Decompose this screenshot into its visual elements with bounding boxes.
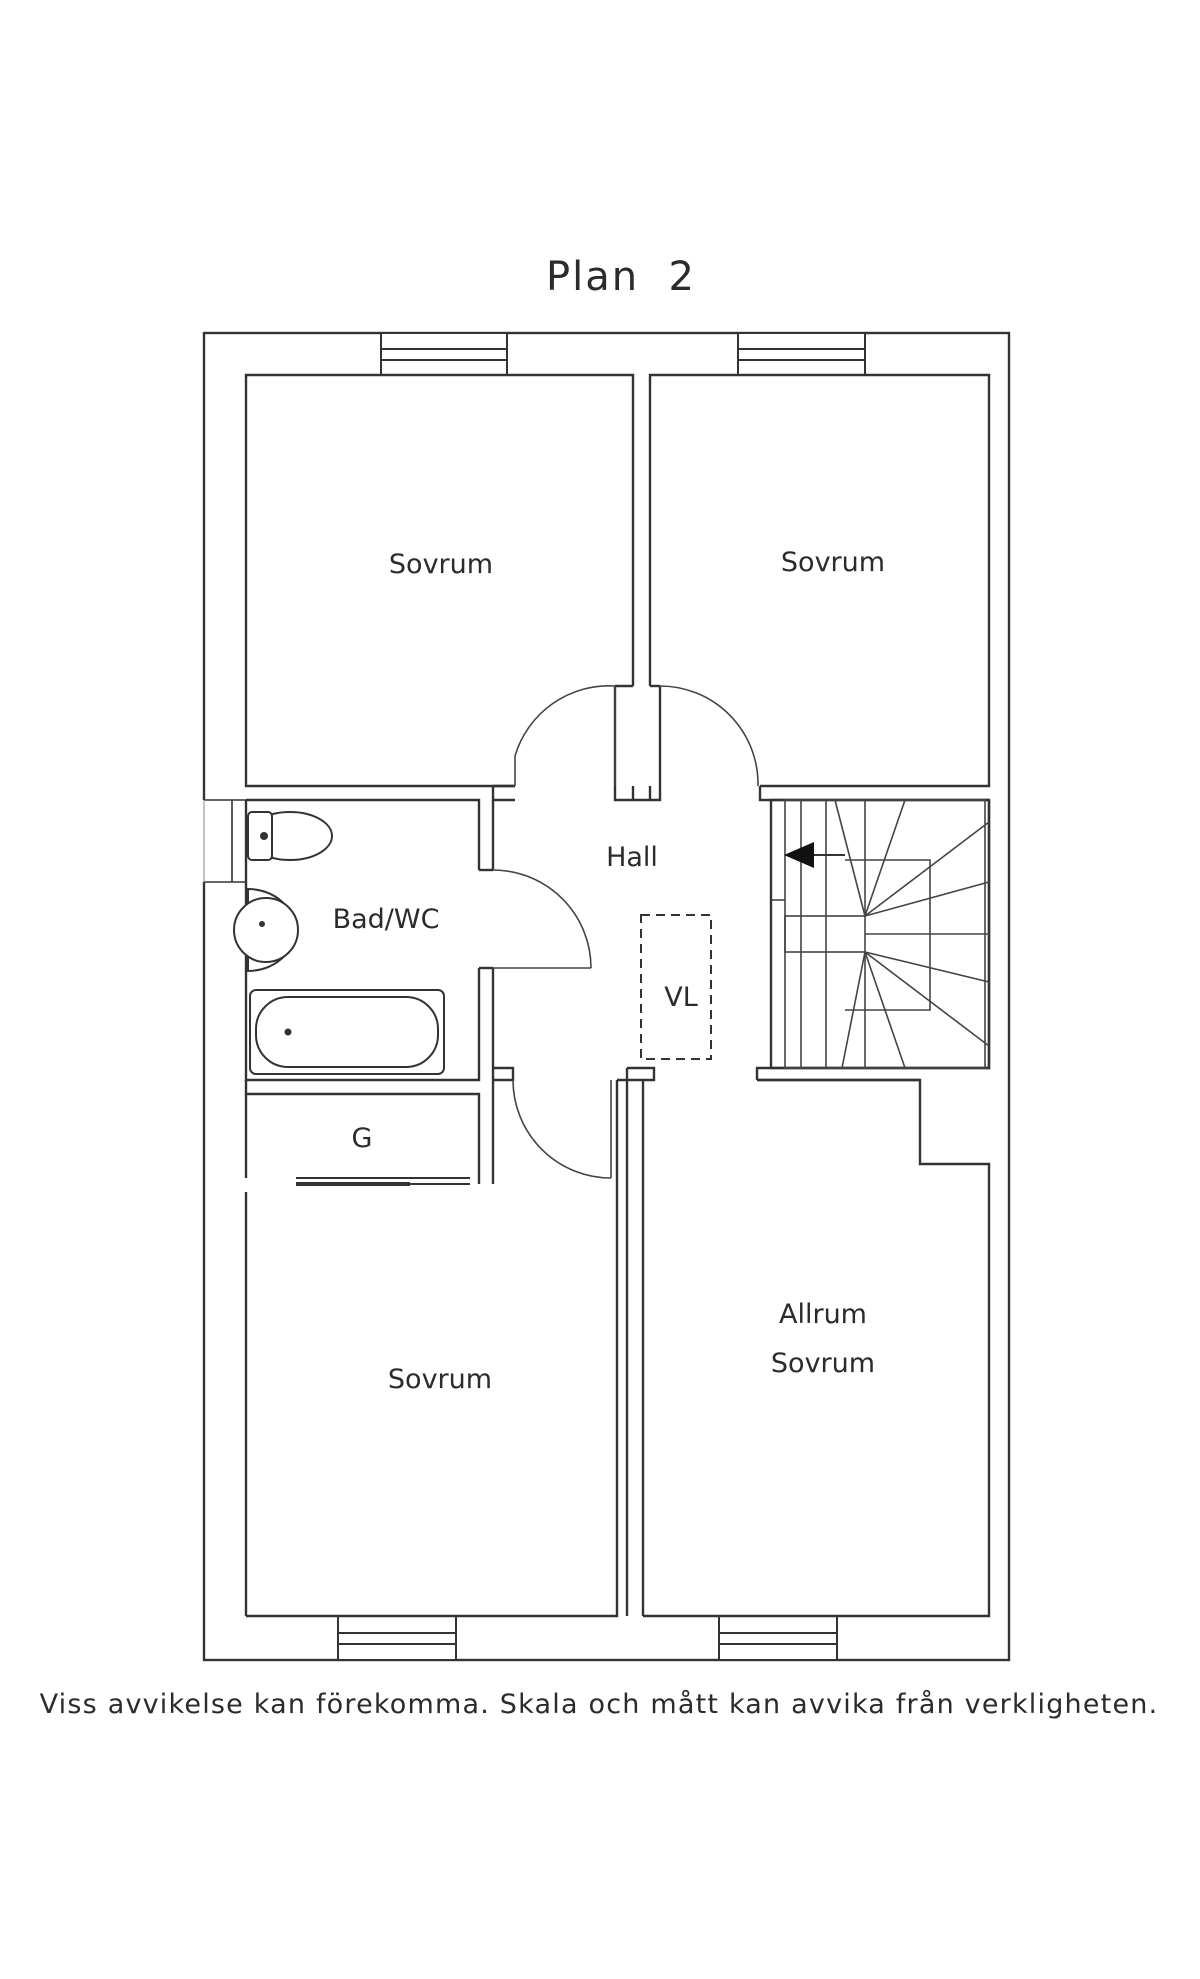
toilet-icon	[247, 811, 333, 861]
door-bottom-left-bedroom	[512, 1079, 612, 1179]
sink-icon	[233, 887, 299, 973]
stair-direction-arrow-icon	[784, 842, 814, 868]
window-bathroom	[202, 799, 246, 883]
window-bottom-left	[337, 1615, 457, 1661]
disclaimer: Viss avvikelse kan förekomma. Skala och …	[40, 1689, 1159, 1720]
room-label-linen-closet: VL	[664, 982, 698, 1013]
linen-closet-outline	[640, 914, 712, 1060]
plan-title: Plan 2	[546, 254, 696, 300]
door-bathroom	[492, 869, 592, 969]
door-top-right-bedroom	[659, 685, 759, 787]
door-top-left-bedroom	[514, 685, 616, 786]
staircase-icon	[769, 798, 991, 1070]
window-top-right	[737, 332, 866, 376]
exterior-walls	[202, 331, 1011, 1662]
room-label-hall: Hall	[606, 842, 658, 873]
window-bottom-right	[718, 1615, 838, 1661]
room-label-bedroom-bottom-left: Sovrum	[388, 1364, 492, 1395]
bathtub-icon	[249, 989, 445, 1075]
wardrobe-sliding-doors	[296, 1177, 470, 1186]
room-label-bathroom: Bad/WC	[333, 904, 440, 935]
room-label-family-room-line1: Allrum	[779, 1299, 867, 1330]
room-label-bedroom-top-right: Sovrum	[781, 547, 885, 578]
window-top-left	[380, 332, 508, 376]
room-label-family-room-line2: Sovrum	[771, 1348, 875, 1379]
room-label-wardrobe: G	[352, 1123, 373, 1154]
room-label-bedroom-top-left: Sovrum	[389, 549, 493, 580]
